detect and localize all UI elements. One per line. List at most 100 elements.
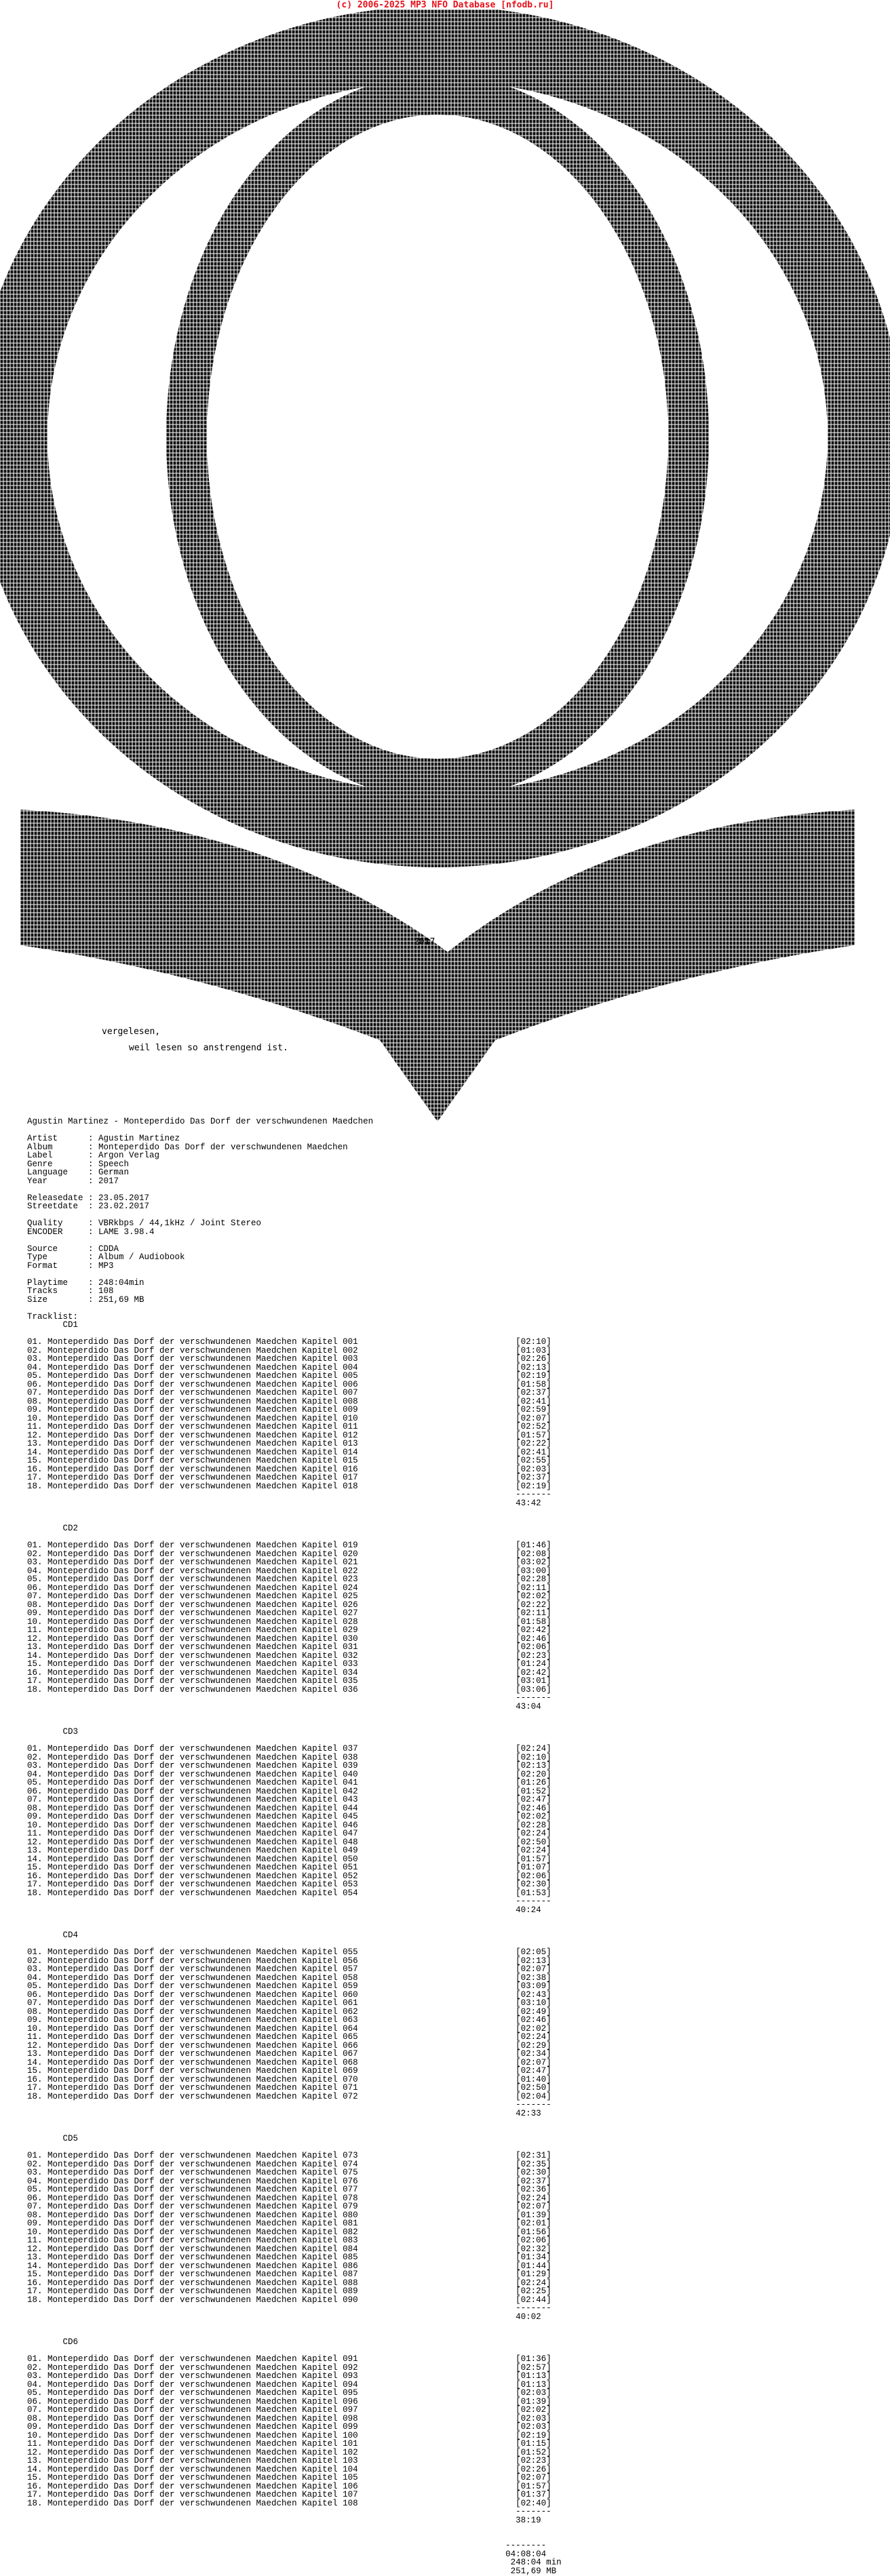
cd-total: 43:04 — [27, 1701, 541, 1711]
copyright-line: (c) 2006-2025 MP3 NFO Database [nfodb.ru… — [336, 0, 554, 10]
grand-total-min: 248:04 min — [27, 2558, 562, 2567]
track-row: 03. Monteperdido Das Dorf der verschwund… — [27, 2371, 552, 2381]
track-row: 04. Monteperdido Das Dorf der verschwund… — [27, 1769, 552, 1779]
grand-total-size: 251,69 MB — [27, 2566, 557, 2576]
track-row: 11. Monteperdido Das Dorf der verschwund… — [27, 2032, 552, 2042]
info-encoder: ENCODER : LAME 3.98.4 — [27, 1227, 155, 1237]
track-row: 01. Monteperdido Das Dorf der verschwund… — [27, 1541, 552, 1550]
track-row: 02. Monteperdido Das Dorf der verschwund… — [27, 1752, 552, 1762]
track-row: 10. Monteperdido Das Dorf der verschwund… — [27, 2430, 552, 2440]
art-heart-shape — [20, 810, 855, 1122]
track-row: 07. Monteperdido Das Dorf der verschwund… — [27, 1998, 552, 2008]
track-row: 02. Monteperdido Das Dorf der verschwund… — [27, 1345, 552, 1355]
cd-separator: ------- — [27, 2100, 552, 2109]
track-row: 14. Monteperdido Das Dorf der verschwund… — [27, 2057, 552, 2067]
cd-spacer — [27, 2321, 868, 2330]
info-album: Album : Monteperdido Das Dorf der versch… — [27, 1142, 348, 1152]
cd-spacer — [27, 1507, 868, 1516]
info-spacer — [27, 1236, 868, 1245]
track-row: 02. Monteperdido Das Dorf der verschwund… — [27, 2159, 552, 2169]
track-row: 04. Monteperdido Das Dorf der verschwund… — [27, 1566, 552, 1576]
info-genre: Genre : Speech — [27, 1159, 130, 1169]
cd-spacer — [27, 1720, 868, 1728]
track-row: 16. Monteperdido Das Dorf der verschwund… — [27, 2278, 552, 2288]
track-row: 18. Monteperdido Das Dorf der verschwund… — [27, 1481, 552, 1491]
track-row: 14. Monteperdido Das Dorf der verschwund… — [27, 1447, 552, 1457]
track-row: 12. Monteperdido Das Dorf der verschwund… — [27, 2244, 552, 2254]
grand-total-time: 04:08:04 — [27, 2549, 547, 2559]
track-row: 05. Monteperdido Das Dorf der verschwund… — [27, 2388, 552, 2398]
track-row: 03. Monteperdido Das Dorf der verschwund… — [27, 2168, 552, 2177]
info-artist: Artist : Agustin Martinez — [27, 1134, 180, 1143]
cd-spacer — [27, 2118, 868, 2126]
track-row: 13. Monteperdido Das Dorf der verschwund… — [27, 1846, 552, 1855]
track-row: 05. Monteperdido Das Dorf der verschwund… — [27, 1574, 552, 1584]
track-row: 17. Monteperdido Das Dorf der verschwund… — [27, 2490, 552, 2499]
track-row: 08. Monteperdido Das Dorf der verschwund… — [27, 1600, 552, 1610]
track-row: 01. Monteperdido Das Dorf der verschwund… — [27, 1337, 552, 1347]
grand-separator: -------- — [27, 2541, 547, 2550]
track-row: 15. Monteperdido Das Dorf der verschwund… — [27, 1456, 552, 1465]
track-row: 09. Monteperdido Das Dorf der verschwund… — [27, 2015, 552, 2025]
track-row: 09. Monteperdido Das Dorf der verschwund… — [27, 1608, 552, 1618]
track-row: 11. Monteperdido Das Dorf der verschwund… — [27, 2236, 552, 2245]
track-row: 03. Monteperdido Das Dorf der verschwund… — [27, 1354, 552, 1364]
track-row: 16. Monteperdido Das Dorf der verschwund… — [27, 2074, 552, 2084]
track-row: 05. Monteperdido Das Dorf der verschwund… — [27, 2185, 552, 2194]
track-row: 08. Monteperdido Das Dorf der verschwund… — [27, 1803, 552, 1813]
track-row: 11. Monteperdido Das Dorf der verschwund… — [27, 2439, 552, 2449]
art-text-line-2: weil lesen so anstrengend ist. — [129, 1043, 288, 1053]
track-row: 12. Monteperdido Das Dorf der verschwund… — [27, 2040, 552, 2050]
cd-separator: ------- — [27, 1490, 552, 1499]
track-row: 16. Monteperdido Das Dorf der verschwund… — [27, 1871, 552, 1881]
art-inner-ring — [166, 74, 709, 799]
info-label: Label : Argon Verlag — [27, 1151, 160, 1160]
cd-label: CD6 — [27, 2337, 79, 2347]
track-row: 02. Monteperdido Das Dorf der verschwund… — [27, 1549, 552, 1559]
info-source: Source : CDDA — [27, 1244, 119, 1254]
cd-spacer — [27, 1923, 868, 1932]
cd-spacer — [27, 1914, 868, 1923]
cd-total: 42:33 — [27, 2108, 541, 2118]
track-row: 04. Monteperdido Das Dorf der verschwund… — [27, 1973, 552, 1983]
track-row: 09. Monteperdido Das Dorf der verschwund… — [27, 2219, 552, 2228]
tracklist: CD1 01. Monteperdido Das Dorf der versch… — [27, 1321, 868, 2541]
cd-label: CD4 — [27, 1930, 79, 1940]
track-row: 07. Monteperdido Das Dorf der verschwund… — [27, 2202, 552, 2211]
track-row: 17. Monteperdido Das Dorf der verschwund… — [27, 1880, 552, 1889]
track-row: 06. Monteperdido Das Dorf der verschwund… — [27, 1583, 552, 1593]
track-row: 18. Monteperdido Das Dorf der verschwund… — [27, 2091, 552, 2101]
info-spacer — [27, 1185, 868, 1194]
ascii-art-logo — [0, 9, 890, 1122]
track-row: 04. Monteperdido Das Dorf der verschwund… — [27, 1362, 552, 1372]
track-row: 15. Monteperdido Das Dorf der verschwund… — [27, 2066, 552, 2076]
track-row: 12. Monteperdido Das Dorf der verschwund… — [27, 2447, 552, 2457]
track-row: 05. Monteperdido Das Dorf der verschwund… — [27, 1371, 552, 1381]
track-row: 15. Monteperdido Das Dorf der verschwund… — [27, 2270, 552, 2279]
info-quality: Quality : VBRkbps / 44,1kHz / Joint Ster… — [27, 1218, 262, 1228]
info-type: Type : Album / Audiobook — [27, 1252, 185, 1262]
track-row: 13. Monteperdido Das Dorf der verschwund… — [27, 2456, 552, 2465]
track-row: 15. Monteperdido Das Dorf der verschwund… — [27, 1863, 552, 1872]
cd-label: CD3 — [27, 1727, 79, 1737]
track-row: 12. Monteperdido Das Dorf der verschwund… — [27, 1430, 552, 1440]
info-spacer — [27, 1270, 868, 1279]
track-row: 10. Monteperdido Das Dorf der verschwund… — [27, 2227, 552, 2237]
grand-total: -------- 04:08:04 — [27, 2541, 868, 2575]
track-row: 06. Monteperdido Das Dorf der verschwund… — [27, 1379, 552, 1389]
cd-label: CD5 — [27, 2134, 79, 2143]
track-row: 05. Monteperdido Das Dorf der verschwund… — [27, 1778, 552, 1787]
cd-separator: ------- — [27, 2303, 552, 2313]
track-row: 16. Monteperdido Das Dorf der verschwund… — [27, 1667, 552, 1678]
track-row: 04. Monteperdido Das Dorf der verschwund… — [27, 2176, 552, 2186]
track-row: 17. Monteperdido Das Dorf der verschwund… — [27, 2083, 552, 2093]
track-row: 01. Monteperdido Das Dorf der verschwund… — [27, 2354, 552, 2364]
cd-spacer — [27, 1516, 868, 1525]
cd-separator: ------- — [27, 2507, 552, 2516]
track-row: 10. Monteperdido Das Dorf der verschwund… — [27, 1820, 552, 1830]
track-row: 08. Monteperdido Das Dorf der verschwund… — [27, 2413, 552, 2423]
track-row: 18. Monteperdido Das Dorf der verschwund… — [27, 1888, 552, 1898]
track-row: 04. Monteperdido Das Dorf der verschwund… — [27, 2379, 552, 2390]
track-row: 03. Monteperdido Das Dorf der verschwund… — [27, 1964, 552, 1974]
